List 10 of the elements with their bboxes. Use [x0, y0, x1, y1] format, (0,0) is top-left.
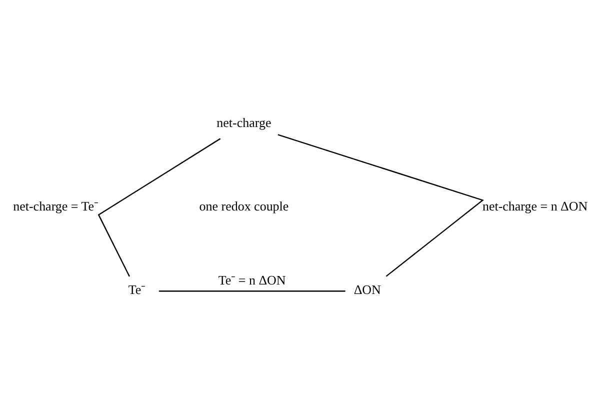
node-text: Te⁻	[128, 282, 146, 298]
edge-label: net-charge = n ΔON	[482, 198, 588, 214]
edge-label: net-charge = Te⁻	[13, 198, 98, 214]
node-text: net-charge	[216, 114, 272, 130]
node-text: ΔON	[354, 282, 381, 298]
connector	[278, 134, 484, 277]
label: one redox couple	[199, 198, 289, 214]
connector	[158, 290, 346, 292]
connector	[98, 138, 221, 277]
edge-label: Te⁻ = n ΔON	[218, 272, 286, 288]
